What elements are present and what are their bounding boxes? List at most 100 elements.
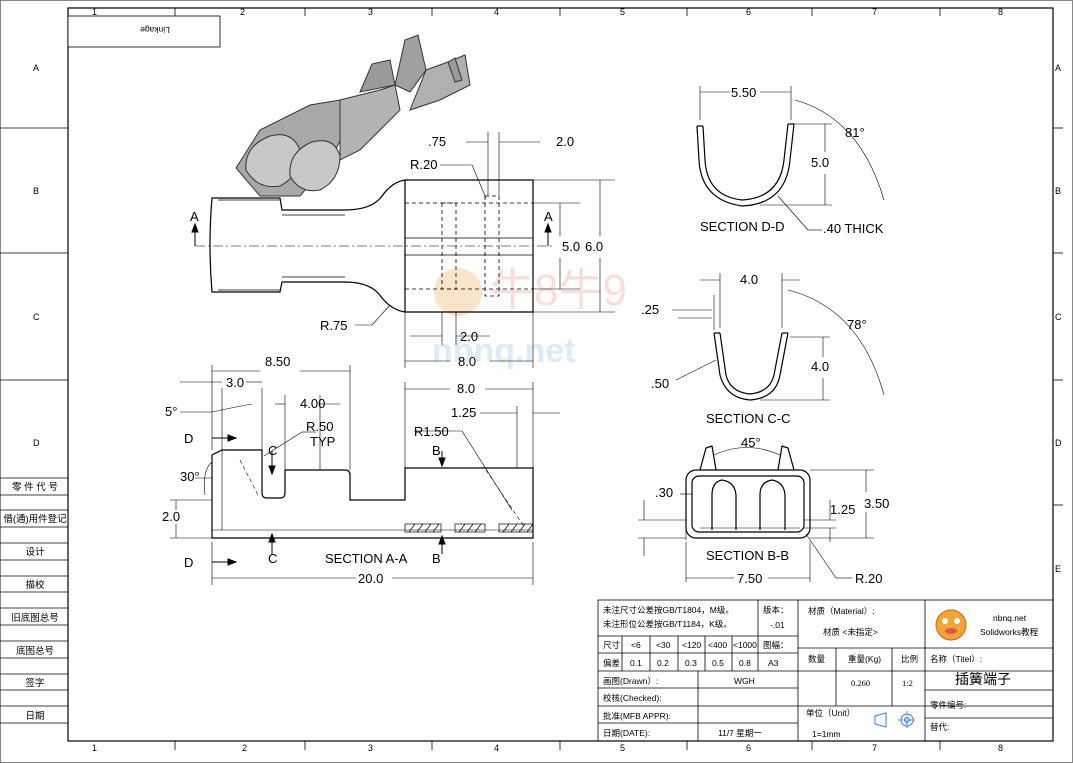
- dim-main-2-0-bottom: 2.0: [460, 329, 478, 344]
- projection-symbol-icon: [874, 711, 916, 729]
- section-cc-view: [713, 332, 789, 401]
- dim-bb-1-25: 1.25: [830, 502, 855, 517]
- dim-aa-r050: R.50: [306, 419, 333, 434]
- zone-col-1-bottom: 1: [92, 743, 97, 753]
- dim-main-5-0: 5.0: [562, 239, 580, 254]
- tb-title-label: 名称（Titel）:: [930, 654, 982, 664]
- tb-date-value: 11/7 星期一: [718, 728, 762, 738]
- section-aa-dim-lines: [170, 365, 560, 585]
- tb-drawn-value: WGH: [734, 676, 755, 686]
- tb-sheet-value: A3: [768, 658, 779, 668]
- tb-tol-value-3: 0.3: [685, 658, 697, 668]
- section-aa-outline: [211, 449, 534, 539]
- tb-date-label: 日期(DATE):: [603, 728, 650, 738]
- dim-aa-3-0: 3.0: [226, 375, 244, 390]
- linkage-box: [67, 15, 221, 48]
- tb-tol-header-2: <30: [656, 640, 671, 650]
- tb-version-label: 版本：: [763, 605, 789, 615]
- section-mark-d-top: D: [184, 431, 193, 446]
- tb-tol-header-4: <400: [708, 640, 727, 650]
- dim-bb-030: .30: [655, 485, 673, 500]
- dim-aa-20-0: 20.0: [358, 571, 383, 586]
- tb-replace-label: 替代:: [930, 722, 949, 732]
- zone-col-1: 1: [92, 7, 97, 17]
- isometric-view: [235, 34, 471, 197]
- brand-logo-icon: [935, 609, 967, 641]
- dim-main-r020: R.20: [410, 157, 437, 172]
- section-mark-a-left: A: [190, 209, 199, 224]
- tb-sheet-label: 图幅：: [763, 640, 789, 650]
- tb-tol-value-5: 0.8: [739, 658, 751, 668]
- dim-dd-thick: .40 THICK: [823, 221, 884, 236]
- zone-row-a-right: A: [1055, 63, 1061, 73]
- zone-col-8-bottom: 8: [998, 743, 1003, 753]
- dim-aa-5deg: 5°: [165, 404, 177, 419]
- tb-tol-value-2: 0.2: [657, 658, 669, 668]
- tb-tol-value-1: 0.1: [630, 658, 642, 668]
- zone-row-b-left: B: [33, 186, 39, 196]
- dim-main-r075: R.75: [320, 318, 347, 333]
- stamp-sign: 签字: [25, 677, 44, 689]
- dim-main-075: .75: [428, 134, 446, 149]
- tb-brand-site: nbnq.net: [993, 613, 1027, 623]
- dim-cc-050: .50: [651, 376, 669, 391]
- dim-aa-8-0: 8.0: [457, 381, 475, 396]
- zone-col-5: 5: [620, 7, 625, 17]
- tb-version-value: -.01: [770, 620, 785, 630]
- section-a-arrows: [191, 222, 552, 246]
- section-mark-c-bottom: C: [268, 551, 277, 566]
- stamp-date: 日期: [25, 711, 44, 722]
- stamp-borrow-register: 借(通)用件登记: [3, 513, 67, 525]
- dim-bb-45deg: 45°: [741, 435, 761, 450]
- zone-col-8: 8: [998, 7, 1003, 17]
- section-aa-hatch: [404, 523, 534, 533]
- zone-col-4-bottom: 4: [494, 743, 499, 753]
- zone-column-labels-top: 1 2 3 4 5 6 7 8: [92, 7, 1003, 17]
- dim-bb-3-50: 3.50: [864, 496, 889, 511]
- title-block-grid: [597, 599, 1054, 742]
- section-aa-arrows: [212, 434, 446, 566]
- tb-unit-label: 单位（Unit）: [806, 708, 855, 718]
- watermark-logo-icon: [434, 268, 482, 316]
- tb-part-no-label: 零件编号:: [930, 700, 966, 710]
- tb-note-line2: 未注形位公差按GB/T1184，K级。: [603, 619, 732, 629]
- section-mark-b-bottom: B: [432, 551, 441, 566]
- section-aa-view: [211, 449, 534, 539]
- tb-title-value: 插簧端子: [955, 671, 1011, 687]
- stamp-part-code: 零 件 代 号: [12, 481, 58, 493]
- left-stamp-labels: 零 件 代 号 借(通)用件登记 设计 描校 旧底图总号 底图总号 签字 日期: [3, 481, 67, 722]
- dim-dd-81deg: 81°: [845, 125, 865, 140]
- main-view-outline: [209, 179, 534, 313]
- zone-row-c-right: C: [1055, 312, 1062, 322]
- zone-row-e-right: E: [1055, 564, 1061, 574]
- dim-dd-5-0: 5.0: [811, 155, 829, 170]
- zone-col-5-bottom: 5: [620, 743, 625, 753]
- zone-col-7: 7: [872, 7, 877, 17]
- zone-col-2: 2: [240, 7, 245, 17]
- section-aa-title: SECTION A-A: [325, 551, 408, 566]
- zone-col-3-bottom: 3: [368, 743, 373, 753]
- tb-unit-value: 1=1mm: [812, 729, 841, 739]
- dim-cc-025: .25: [641, 302, 659, 317]
- tb-tol-size-label: 尺寸: [603, 640, 621, 650]
- stamp-base-no: 底图总号: [16, 645, 54, 657]
- tb-tol-dev-label: 偏差: [603, 658, 620, 668]
- section-dd-title: SECTION D-D: [700, 219, 785, 234]
- zone-row-labels: A B C D A B C D E: [33, 63, 1062, 574]
- dim-main-2-0-top: 2.0: [556, 134, 574, 149]
- zone-row-b-right: B: [1055, 186, 1061, 196]
- stamp-old-base-no: 旧底图总号: [11, 612, 59, 624]
- section-dd-dim-lines: [699, 86, 885, 231]
- watermark-logo-text: 牛8牛9: [490, 266, 627, 315]
- zone-col-2-bottom: 2: [242, 743, 247, 753]
- dim-aa-typ: TYP: [310, 434, 335, 449]
- tb-tol-header-1: <6: [631, 640, 641, 650]
- section-bb-title: SECTION B-B: [706, 548, 789, 563]
- dim-bb-7-50: 7.50: [737, 571, 762, 586]
- linkage-label: Linkage: [140, 25, 170, 35]
- tb-qty-label: 数量: [808, 654, 826, 664]
- zone-col-6: 6: [746, 7, 751, 17]
- zone-row-c-left: C: [33, 312, 40, 322]
